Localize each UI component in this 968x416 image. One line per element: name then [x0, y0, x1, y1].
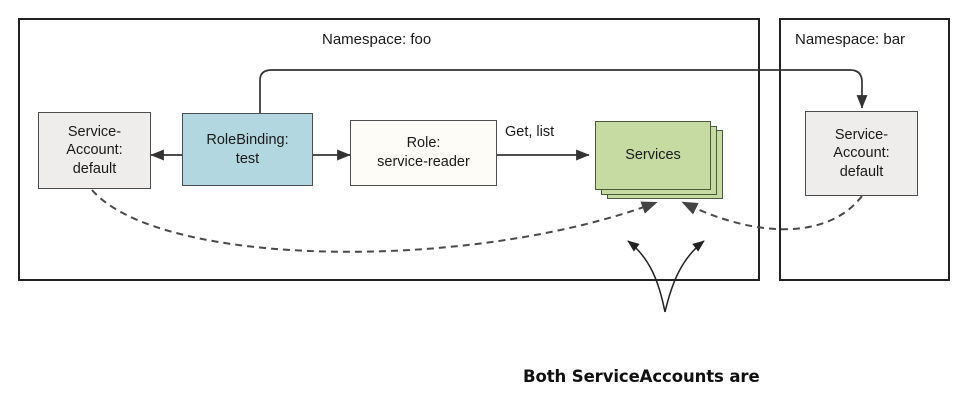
- caption-block: Both ServiceAccounts are allowed to get …: [523, 318, 813, 416]
- rb-line2: test: [235, 150, 260, 167]
- node-role[interactable]: Role: service-reader: [350, 120, 497, 186]
- namespace-foo-frame: [18, 18, 760, 281]
- node-serviceaccount-foo-text: Service- Account: default: [66, 123, 122, 179]
- node-serviceaccount-foo[interactable]: Service- Account: default: [38, 112, 151, 189]
- caption-line-1: Both ServiceAccounts are: [523, 366, 760, 386]
- rb-line1: RoleBinding:: [206, 131, 289, 148]
- namespace-bar-frame: [779, 18, 950, 281]
- namespace-bar-label: Namespace: bar: [795, 31, 906, 48]
- node-rolebinding-text: RoleBinding: test: [206, 131, 288, 168]
- sa-bar-line3: default: [839, 163, 884, 180]
- sa-foo-line1: Service-: [67, 123, 122, 140]
- node-services[interactable]: Services: [595, 121, 711, 190]
- sa-foo-line2: Account:: [66, 142, 123, 159]
- sa-foo-line3: default: [72, 160, 117, 177]
- sa-bar-line1: Service-: [834, 126, 889, 143]
- services-line1: Services: [625, 147, 681, 164]
- node-role-text: Role: service-reader: [377, 134, 470, 171]
- namespace-foo-label: Namespace: foo: [322, 31, 432, 48]
- node-serviceaccount-bar-text: Service- Account: default: [833, 126, 889, 182]
- node-rolebinding[interactable]: RoleBinding: test: [182, 113, 313, 186]
- node-services-text: Services: [625, 146, 681, 165]
- node-serviceaccount-bar[interactable]: Service- Account: default: [805, 111, 918, 196]
- sa-bar-line2: Account:: [833, 145, 890, 162]
- role-line2: service-reader: [377, 154, 470, 170]
- role-line1: Role:: [406, 135, 441, 152]
- edge-label-get-list: Get, list: [505, 124, 555, 140]
